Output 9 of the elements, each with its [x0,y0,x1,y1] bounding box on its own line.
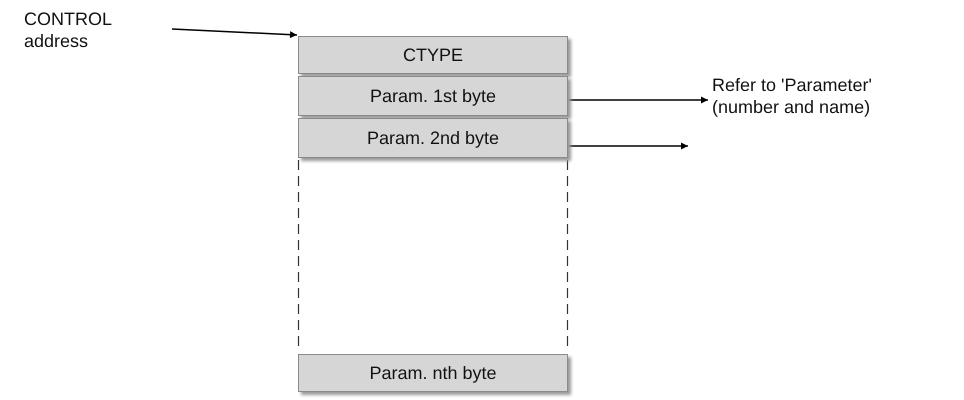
memory-cell: CTYPE [298,36,568,74]
memory-cell: Param. 2nd byte [298,118,568,158]
address-label: CONTROL address [24,8,164,52]
arrow [568,96,708,104]
arrow [568,142,688,150]
memory-cell: Param. nth byte [298,354,568,392]
reference-note: Refer to 'Parameter' (number and name) [712,74,902,118]
memory-cell: Param. 1st byte [298,76,568,116]
arrow [172,28,298,38]
